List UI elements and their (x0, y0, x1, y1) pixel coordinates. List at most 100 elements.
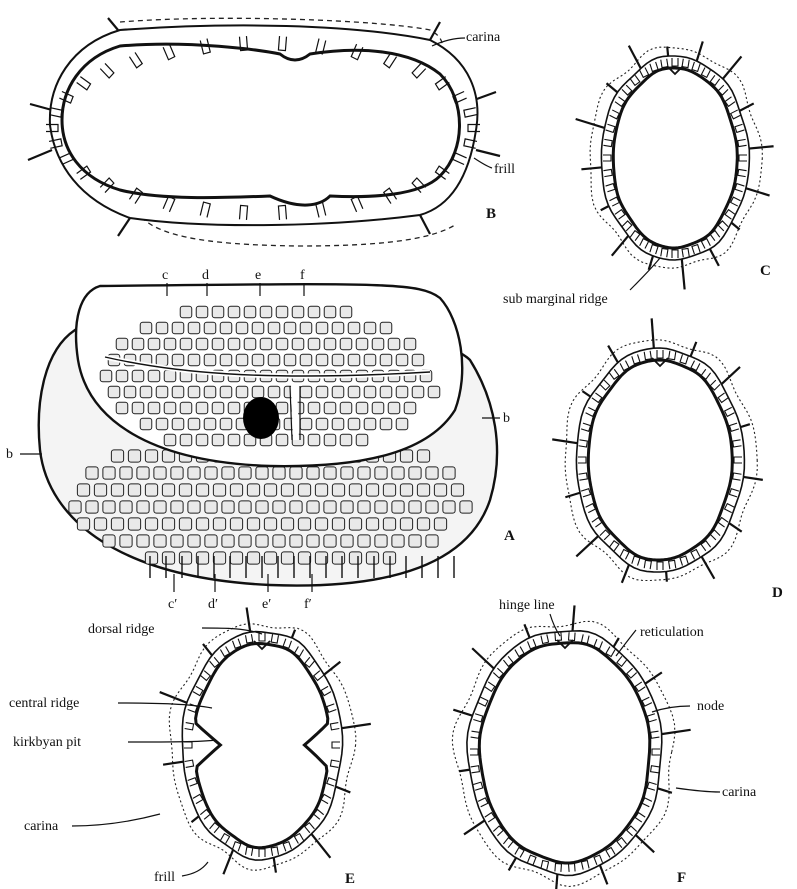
reticulation-pit (316, 418, 328, 430)
section-mark-b-right: b (503, 411, 510, 426)
reticulation-pit (196, 306, 208, 318)
reticulation-pit (372, 402, 384, 414)
reticulation-pit (86, 467, 98, 479)
reticulation-pit (148, 370, 160, 382)
reticulation-pit (154, 535, 166, 547)
reticulation-pit (383, 484, 395, 496)
reticulation-pit (244, 338, 256, 350)
figure-c-ridge-leader (630, 258, 660, 290)
reticulation-pit (409, 535, 421, 547)
reticulation-pit (340, 338, 352, 350)
figure-b-section: carina frill B (28, 18, 515, 246)
reticulation-pit (212, 434, 224, 446)
reticulation-pit (316, 386, 328, 398)
reticulation-pit (417, 518, 429, 530)
section-mark-c: c (162, 268, 168, 283)
carina-spine (420, 215, 430, 234)
reticulation-pit (145, 484, 157, 496)
section-mark-d: d (202, 268, 209, 283)
reticulation-pit (116, 370, 128, 382)
reticulation-pit (292, 306, 304, 318)
reticulation-pit (348, 322, 360, 334)
reticulation-pit (77, 518, 89, 530)
carina-spine (118, 218, 130, 236)
reticulation-pit (396, 418, 408, 430)
reticulation-pit (356, 402, 368, 414)
figure-f-carina-leader (676, 788, 720, 792)
reticulation-pit (260, 338, 272, 350)
reticulation-pit (116, 402, 128, 414)
reticulation-pit (213, 552, 225, 564)
reticulation-pit (400, 450, 412, 462)
figure-b-frill-leader (474, 158, 492, 168)
reticulation-pit (132, 402, 144, 414)
reticulation-pit (341, 535, 353, 547)
reticulation-pit (364, 354, 376, 366)
reticulation-pit (162, 552, 174, 564)
reticulation-pit (204, 354, 216, 366)
reticulation-pit (340, 434, 352, 446)
reticulation-pit (349, 552, 361, 564)
reticulation-pit (307, 467, 319, 479)
reticulation-pit (412, 354, 424, 366)
reticulation-pit (69, 501, 81, 513)
figure-b-label-frill: frill (494, 162, 515, 177)
reticulation-pit (324, 501, 336, 513)
figure-f-label-carina: carina (722, 785, 757, 800)
reticulation-pit (188, 535, 200, 547)
reticulation-pit (358, 535, 370, 547)
reticulation-pit (132, 338, 144, 350)
reticulation-pit (252, 386, 264, 398)
reticulation-pit (205, 535, 217, 547)
reticulation-pit (284, 354, 296, 366)
reticulation-pit (137, 467, 149, 479)
reticulation-pit (281, 518, 293, 530)
reticulation-pit (256, 535, 268, 547)
reticulation-pit (290, 467, 302, 479)
reticulation-pit (256, 467, 268, 479)
reticulation-pit (228, 338, 240, 350)
reticulation-pit (264, 518, 276, 530)
reticulation-pit (372, 338, 384, 350)
reticulation-pit (307, 535, 319, 547)
figure-e-label-kirkbyan-pit: kirkbyan pit (13, 735, 81, 750)
reticulation-pit (247, 518, 259, 530)
inner-lumen (613, 68, 737, 248)
reticulation-pit (324, 306, 336, 318)
reticulation-pit (268, 322, 280, 334)
carina-spine (30, 104, 52, 110)
reticulation-pit (128, 518, 140, 530)
reticulation-pit (180, 338, 192, 350)
reticulation-pit (188, 322, 200, 334)
section-mark-f: f (300, 268, 305, 283)
reticulation-pit (108, 386, 120, 398)
reticulation-pit (239, 501, 251, 513)
reticulation-pit (252, 354, 264, 366)
reticulation-pit (236, 386, 248, 398)
reticulation-pit (308, 402, 320, 414)
reticulation-pit (205, 501, 217, 513)
reticulation-pit (388, 338, 400, 350)
carina-spine (28, 150, 52, 160)
reticulation-pit (252, 322, 264, 334)
reticulation-pit (145, 518, 157, 530)
reticulation-pit (366, 552, 378, 564)
reticulation-pit (409, 467, 421, 479)
reticulation-pit (380, 322, 392, 334)
reticulation-pit (316, 322, 328, 334)
reticulation-pit (290, 501, 302, 513)
reticulation-pit (179, 552, 191, 564)
reticulation-pit (236, 354, 248, 366)
reticulation-pit (316, 354, 328, 366)
reticulation-pit (349, 484, 361, 496)
reticulation-pit (230, 552, 242, 564)
reticulation-pit (308, 338, 320, 350)
reticulation-pit (364, 418, 376, 430)
reticulation-pit (332, 386, 344, 398)
reticulation-pit (120, 501, 132, 513)
reticulation-pit (213, 484, 225, 496)
reticulation-pit (434, 484, 446, 496)
reticulation-pit (284, 322, 296, 334)
reticulation-pit (451, 484, 463, 496)
reticulation-pit (268, 386, 280, 398)
